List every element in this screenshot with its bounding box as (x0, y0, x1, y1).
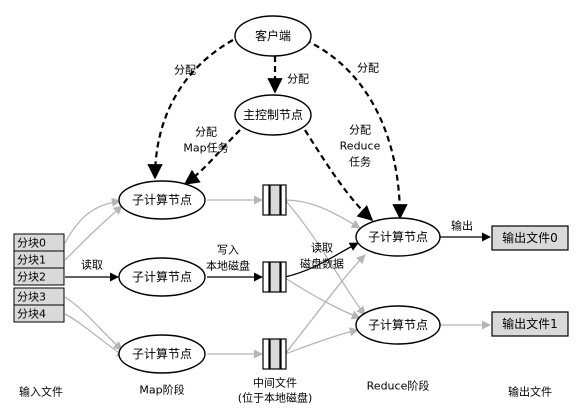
edge-labels: 分配 分配 分配 分配 Map任务 分配 Reduce 任务 读取 写入 本地磁… (81, 62, 473, 273)
master-label: 主控制节点 (243, 108, 303, 122)
reduce-phase-label: Reduce阶段 (367, 379, 430, 393)
split-label: 分块1 (17, 254, 46, 267)
assign-reduce-label-1: 分配 (349, 124, 371, 137)
remote-read-label-1: 读取 (311, 241, 333, 255)
intermediate-file-disk-mid (262, 261, 287, 293)
reduce-worker-top: 子计算节点 (355, 217, 441, 257)
output-file-0: 输出文件0 (491, 225, 569, 251)
intermediate-file-disk-top (262, 184, 287, 216)
map-worker-mid: 子计算节点 (118, 257, 206, 297)
intermediate-label-2: (位于本地磁盘) (238, 391, 313, 405)
map-worker-bot-label: 子计算节点 (132, 346, 192, 361)
split-label: 分块3 (17, 291, 46, 304)
split-block (13, 267, 65, 286)
write-label-2: 本地磁盘 (206, 259, 250, 273)
write-label-1: 写入 (217, 244, 239, 257)
map-worker-mid-label: 子计算节点 (132, 269, 192, 284)
client-label: 客户端 (255, 28, 291, 43)
assign-reduce-label-3: 任务 (349, 156, 371, 169)
assign-right-label: 分配 (357, 62, 379, 75)
intermediate-file-disk-bot (262, 338, 287, 370)
output-file-1-label: 输出文件1 (502, 316, 558, 331)
read-label: 读取 (81, 258, 103, 272)
control-edges (147, 39, 408, 222)
reduce-worker-top-label: 子计算节点 (368, 229, 428, 244)
split-label: 分块4 (17, 308, 46, 321)
phase-labels: 输入文件 Map阶段 中间文件 (位于本地磁盘) Reduce阶段 输出文件 (19, 376, 552, 405)
map-worker-bot: 子计算节点 (118, 334, 206, 374)
assign-map-label-1: 分配 (195, 126, 217, 139)
map-phase-label: Map阶段 (139, 383, 184, 397)
intermediate-label-1: 中间文件 (253, 376, 297, 390)
output-label: 输出 (451, 219, 473, 233)
map-worker-top-label: 子计算节点 (132, 192, 192, 207)
split-label: 分块2 (17, 271, 46, 284)
output-file-1: 输出文件1 (491, 311, 569, 337)
client-node: 客户端 (234, 15, 312, 57)
output-files-label: 输出文件 (508, 385, 552, 399)
assign-map-label-2: Map任务 (183, 142, 228, 155)
assign-mid-label: 分配 (287, 73, 309, 86)
reduce-worker-bot-label: 子计算节点 (368, 317, 428, 332)
split-label: 分块0 (17, 237, 46, 250)
master-node: 主控制节点 (234, 94, 312, 136)
input-splits: 分块0 分块1 分块2 分块3 分块4 (13, 233, 65, 323)
split-block (13, 304, 65, 323)
remote-read-label-2: 磁盘数据 (300, 257, 344, 271)
reduce-worker-bot: 子计算节点 (355, 305, 441, 345)
map-worker-top: 子计算节点 (118, 180, 206, 220)
data-flow-edges (64, 195, 491, 359)
solid-edges (65, 232, 491, 282)
output-file-0-label: 输出文件0 (502, 230, 558, 245)
input-files-label: 输入文件 (19, 385, 63, 399)
assign-reduce-label-2: Reduce (340, 140, 381, 153)
assign-left-label: 分配 (174, 64, 196, 77)
